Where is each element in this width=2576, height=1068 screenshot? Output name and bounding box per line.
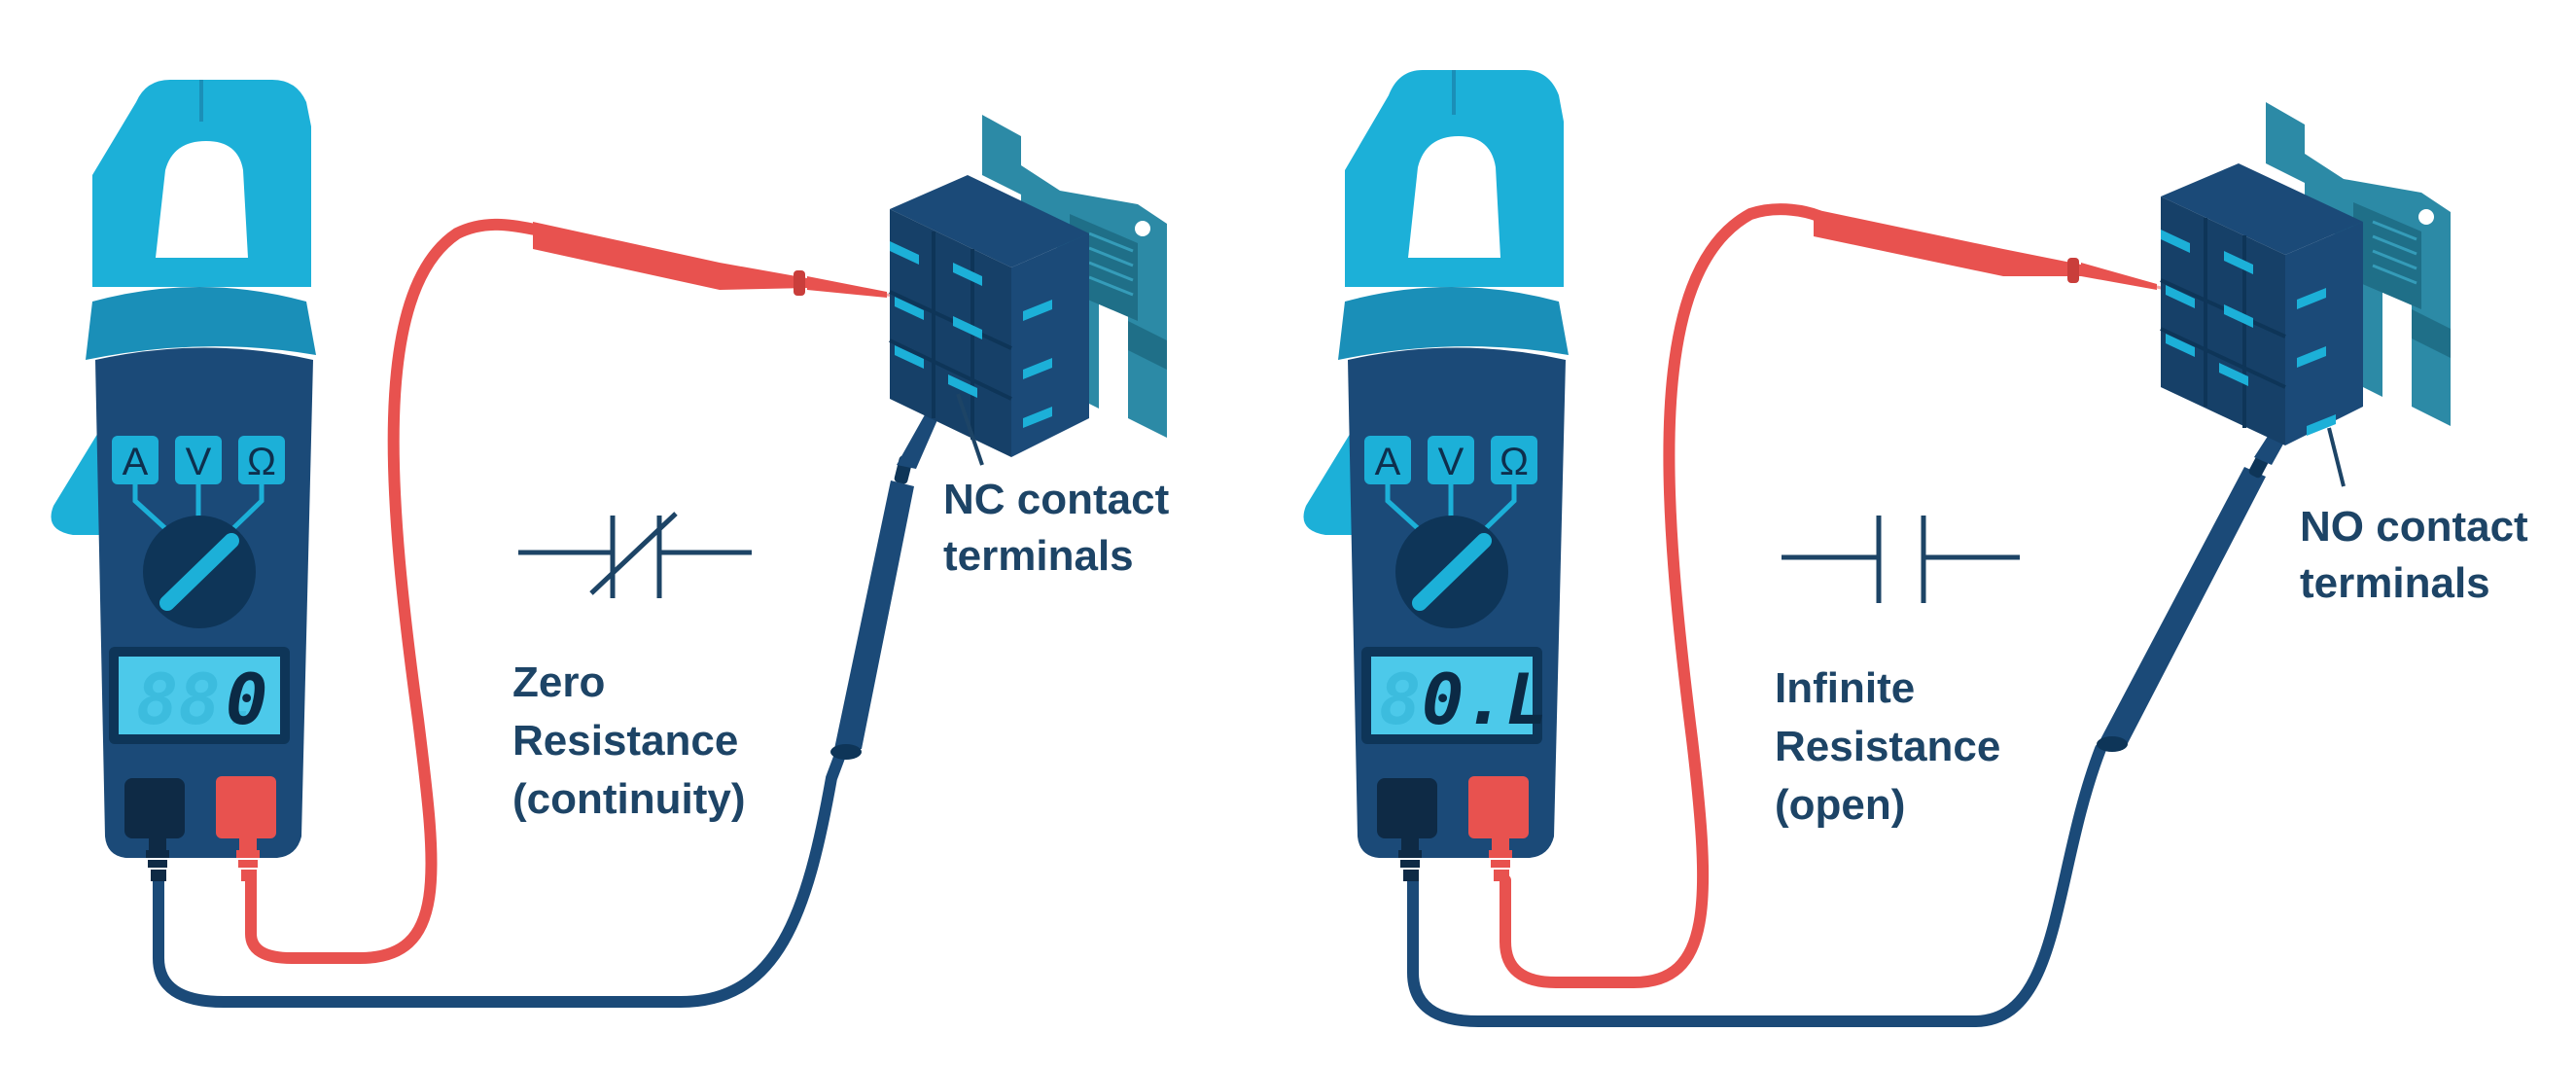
relay (2160, 102, 2451, 445)
terminal-label-line-1: NO contact (2300, 503, 2528, 551)
lcd-reading: 0 (226, 659, 267, 740)
dial-label-amps: A (1375, 441, 1401, 483)
function-labels: A V Ω (1364, 436, 1537, 532)
nc-test-panel: A V Ω 88. 0 (51, 80, 1181, 1008)
nc-contact-symbol (518, 512, 752, 598)
blue-lead-wire (153, 733, 852, 1008)
terminal-callout-line (2327, 427, 2346, 487)
red-plug (1489, 838, 1512, 881)
black-plug (146, 838, 169, 881)
meter-side-grip (1303, 418, 1359, 535)
selector-dial (1395, 516, 1508, 628)
clamp-band (1338, 287, 1569, 360)
relay-body-side (1011, 233, 1089, 457)
red-probe (533, 222, 910, 300)
red-lead-wire (245, 218, 541, 964)
relay-body-side (2285, 222, 2363, 445)
terminal-label: NO contact terminals (2300, 503, 2540, 607)
dial-label-volts: V (1438, 441, 1464, 483)
function-labels: A V Ω (112, 436, 285, 532)
lcd-reading: 0.L (1422, 659, 1548, 740)
dial-label-ohms: Ω (247, 441, 276, 483)
dial-label-ohms: Ω (1500, 441, 1529, 483)
no-test-panel: A V Ω 8 0.L (1303, 70, 2540, 1027)
terminal-callout-line (956, 393, 984, 466)
dial-label-amps: A (123, 441, 149, 483)
result-label: Zero Resistance (continuity) (512, 659, 751, 823)
relay (889, 115, 1167, 457)
selector-dial (143, 516, 256, 628)
blue-probe (830, 378, 951, 760)
test-leads (1407, 203, 2320, 1027)
clamp-meter: A V Ω 8 0.L (1303, 70, 1569, 881)
relay-terminals (2161, 230, 2336, 436)
terminal-label: NC contact terminals (943, 476, 1181, 580)
lcd-inactive-segments: 88. (136, 659, 263, 740)
result-label-line-3: (open) (1775, 781, 1905, 829)
clamp-meter: A V Ω 88. 0 (51, 80, 316, 881)
lcd-inactive-segments: 8 (1379, 659, 1421, 740)
clamp-jaw (92, 80, 311, 287)
relay-body-front (2161, 196, 2285, 445)
result-label-line-2: Resistance (1775, 723, 2000, 770)
red-lead-wire (1500, 203, 1824, 988)
result-label: Infinite Resistance (open) (1775, 664, 2013, 829)
black-plug (1398, 838, 1422, 881)
blue-lead-wire (1407, 743, 2106, 1027)
relay-body-top (890, 175, 1089, 267)
terminal-label-line-2: terminals (943, 532, 1134, 580)
clamp-jaw (1345, 70, 1564, 287)
relay-body-front (890, 209, 1011, 457)
relay-body-top (2161, 163, 2363, 255)
lcd-display: 88. 0 (109, 647, 290, 744)
lcd-display: 8 0.L (1361, 647, 1548, 744)
terminal-label-line-2: terminals (2300, 559, 2490, 607)
result-label-line-1: Infinite (1775, 664, 1915, 712)
dial-label-volts: V (186, 441, 212, 483)
clamp-band (86, 287, 316, 360)
result-label-line-1: Zero (512, 659, 605, 706)
red-plug (236, 838, 260, 881)
input-jacks (1377, 776, 1529, 881)
red-probe (1814, 209, 2179, 294)
result-label-line-3: (continuity) (512, 775, 746, 823)
no-contact-symbol (1782, 516, 2020, 603)
meter-side-grip (51, 418, 107, 535)
input-jacks (124, 776, 276, 881)
result-label-line-2: Resistance (512, 717, 738, 765)
relay-terminals (890, 241, 1052, 428)
terminal-label-line-1: NC contact (943, 476, 1170, 523)
